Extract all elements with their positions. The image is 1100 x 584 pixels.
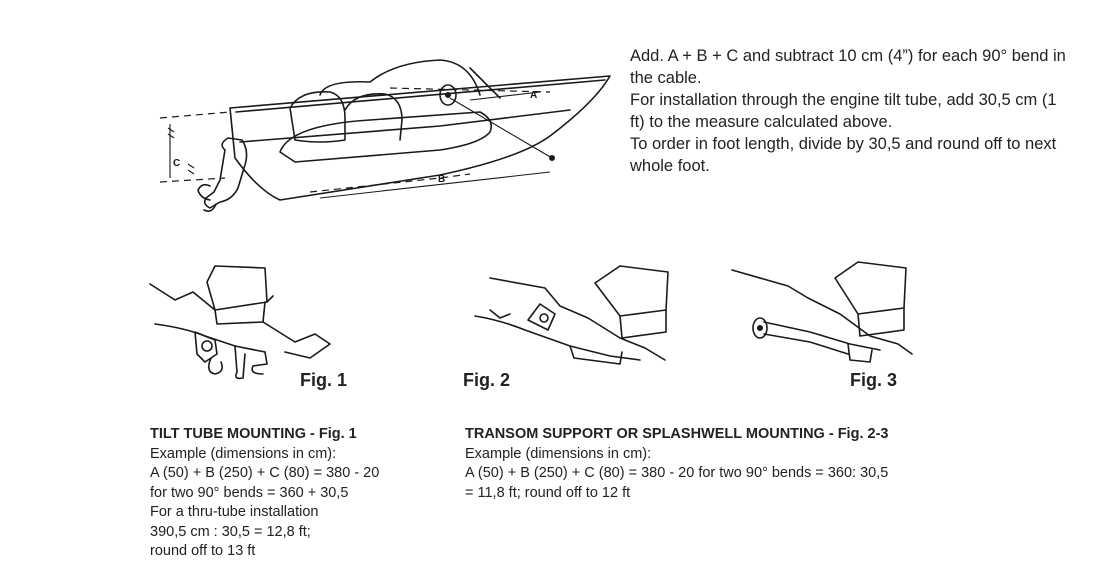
steering-wheel: [439, 84, 457, 106]
tilt-tube-line-3: for two 90° bends = 360 + 30,5: [150, 484, 349, 501]
tilt-tube-line-1: Example (dimensions in cm):: [150, 445, 337, 462]
boat-hull: [229, 75, 611, 201]
fig2-label: Fig. 2: [463, 370, 511, 390]
fig3-illustration: [731, 261, 913, 363]
boat-deck: [235, 79, 606, 143]
transom-line-3: = 11,8 ft; round off to 12 ft: [465, 484, 631, 501]
transom-line-1: Example (dimensions in cm):: [465, 445, 652, 462]
intro-line-2: For installation through the engine tilt…: [630, 91, 1057, 131]
intro-line-1: Add. A + B + C and subtract 10 cm (4”) f…: [630, 47, 1066, 87]
boat-seats: [289, 91, 403, 143]
boat-diagram: A B C: [159, 59, 611, 212]
tilt-tube-line-4: For a thru-tube installation: [150, 504, 319, 520]
dimension-line-a: [389, 87, 551, 93]
fig1-label: Fig. 1: [300, 370, 348, 390]
label-a: A: [530, 90, 537, 101]
transom-section: TRANSOM SUPPORT OR SPLASHWELL MOUNTING -…: [465, 425, 985, 503]
fig3-transom: [731, 269, 913, 355]
tilt-tube-line-6: round off to 13 ft: [150, 543, 256, 559]
boat-cockpit-rim: [279, 111, 493, 163]
fig2-motor-cowl: [594, 265, 669, 317]
fig3-cable: [763, 321, 881, 351]
fig2-transom: [489, 277, 666, 361]
boat-windshield: [319, 59, 501, 99]
label-c: C: [173, 158, 180, 169]
fig1-transom: [149, 283, 331, 359]
intro-text: Add. A + B + C and subtract 10 cm (4”) f…: [630, 45, 1070, 177]
intro-line-3: To order in foot length, divide by 30,5 …: [630, 135, 1057, 175]
tilt-tube-section: TILT TUBE MOUNTING - Fig. 1 Example (dim…: [150, 425, 450, 562]
transom-heading: TRANSOM SUPPORT OR SPLASHWELL MOUNTING -…: [465, 426, 889, 442]
transom-line-2: A (50) + B (250) + C (80) = 380 - 20 for…: [465, 465, 889, 481]
fig3-motor-cowl: [834, 261, 907, 315]
label-b: B: [438, 174, 445, 185]
fig3-steering-mount: [752, 317, 768, 339]
fig1-illustration: [149, 265, 331, 380]
fig2-illustration: [474, 265, 669, 365]
outboard-motor: [203, 137, 248, 209]
dimension-line-b: [309, 173, 471, 193]
fig2-cable: [474, 315, 641, 361]
dimension-line-c: [159, 111, 231, 183]
tilt-tube-line-2: A (50) + B (250) + C (80) = 380 - 20: [150, 465, 380, 481]
tilt-tube-heading: TILT TUBE MOUNTING - Fig. 1: [150, 426, 357, 442]
fig3-label: Fig. 3: [850, 370, 898, 390]
fig1-motor-cowl: [206, 265, 274, 311]
tilt-tube-line-5: 390,5 cm : 30,5 = 12,8 ft;: [150, 523, 311, 540]
